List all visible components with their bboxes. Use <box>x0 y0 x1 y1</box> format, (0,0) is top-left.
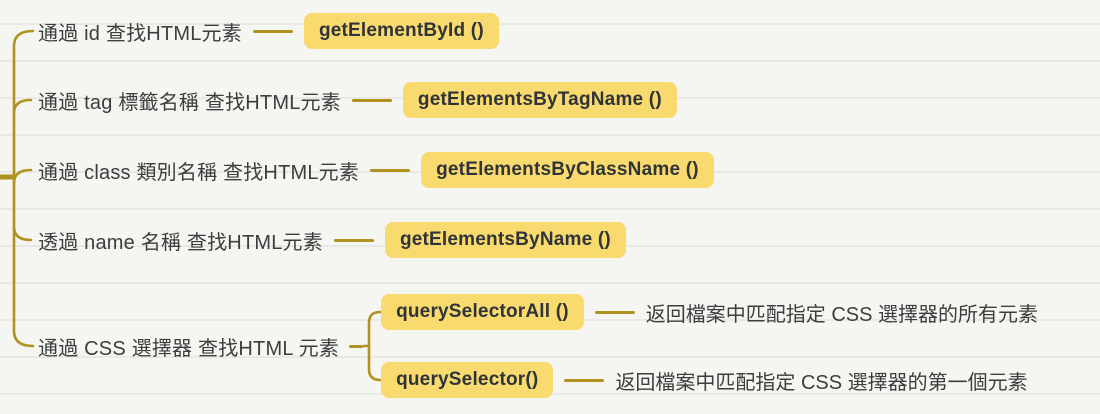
sub-branch-connector <box>564 378 605 382</box>
mindmap-trunk-connectors <box>0 29 35 348</box>
sub-branches: querySelectorAll () 返回檔案中匹配指定 CSS 選擇器的所有… <box>381 294 1038 398</box>
method-node[interactable]: querySelector() <box>381 362 554 398</box>
branch-4-stub-connector <box>12 225 33 242</box>
fork-stub-connector <box>349 344 364 348</box>
branch-label[interactable]: 通過 tag 標籤名稱 查找HTML元素 <box>38 91 341 114</box>
branch-row-tag: 通過 tag 標籤名稱 查找HTML元素 getElementsByTagNam… <box>38 82 677 118</box>
fork-bracket-curve <box>367 310 382 382</box>
branch-3-stub-connector <box>12 168 33 185</box>
method-node[interactable]: querySelectorAll () <box>381 294 584 330</box>
branch-connector <box>351 98 392 102</box>
branch-connector <box>252 29 293 33</box>
method-node[interactable]: getElementsByName () <box>384 222 626 258</box>
branch-connector <box>333 238 374 242</box>
method-node[interactable]: getElementsByTagName () <box>402 82 677 118</box>
sub-branch-connector <box>594 310 635 314</box>
sub-branch-row-queryselectorall: querySelectorAll () 返回檔案中匹配指定 CSS 選擇器的所有… <box>381 294 1038 330</box>
branch-row-css-selector: 通過 CSS 選擇器 查找HTML 元素 querySelectorAll ()… <box>38 294 1038 398</box>
branch-2-stub-connector <box>12 98 33 115</box>
branch-label[interactable]: 通過 CSS 選擇器 查找HTML 元素 <box>38 337 340 360</box>
sub-branch-description[interactable]: 返回檔案中匹配指定 CSS 選擇器的第一個元素 <box>615 371 1028 394</box>
trunk-curve-connector <box>12 29 35 348</box>
branch-label[interactable]: 透過 name 名稱 查找HTML元素 <box>38 231 323 254</box>
sub-branch-description[interactable]: 返回檔案中匹配指定 CSS 選擇器的所有元素 <box>645 303 1039 326</box>
branch-label[interactable]: 通過 id 查找HTML元素 <box>38 22 242 45</box>
branch-row-name: 透過 name 名稱 查找HTML元素 getElementsByName () <box>38 222 626 258</box>
method-node[interactable]: getElementsByClassName () <box>421 152 714 188</box>
method-node[interactable]: getElementById () <box>303 13 499 49</box>
branch-row-id: 通過 id 查找HTML元素 getElementById () <box>38 13 499 49</box>
branch-connector <box>370 168 411 172</box>
fork-bracket-connector <box>363 310 382 382</box>
branch-row-class: 通過 class 類別名稱 查找HTML元素 getElementsByClas… <box>38 152 714 188</box>
branch-label[interactable]: 通過 class 類別名稱 查找HTML元素 <box>38 161 360 184</box>
sub-branch-row-queryselector: querySelector() 返回檔案中匹配指定 CSS 選擇器的第一個元素 <box>381 362 1038 398</box>
